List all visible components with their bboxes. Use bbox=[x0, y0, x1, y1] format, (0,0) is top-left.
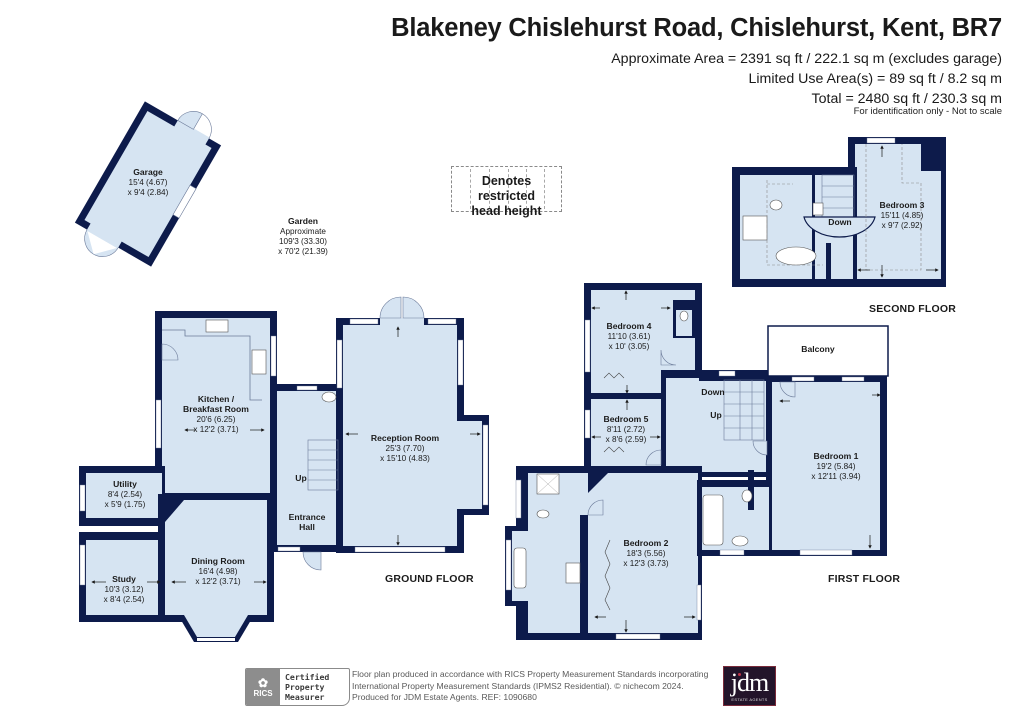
svg-text:Balcony: Balcony bbox=[801, 344, 835, 354]
certified-property-measurer: Certified Property Measurer bbox=[285, 672, 330, 702]
ground-floor-plan: Kitchen / Breakfast Room 20'6 (6.25) x 1… bbox=[79, 296, 489, 642]
svg-text:15'4 (4.67): 15'4 (4.67) bbox=[129, 178, 168, 187]
svg-text:8'4 (2.54): 8'4 (2.54) bbox=[108, 490, 143, 499]
limited-use-area: Limited Use Area(s) = 89 sq ft / 8.2 sq … bbox=[748, 71, 1002, 87]
svg-text:8'11 (2.72): 8'11 (2.72) bbox=[607, 425, 646, 434]
rics-logo: ✿ RICS bbox=[246, 669, 280, 705]
footer-disclaimer: Floor plan produced in accordance with R… bbox=[352, 669, 709, 702]
restricted-head-height-legend: Denotes restricted head height bbox=[451, 166, 562, 218]
second-floor-plan: Bedroom 3 15'11 (4.85) x 9'7 (2.92) Down… bbox=[732, 137, 956, 315]
garden-label: Garden Approximate 109'3 (33.30) x 70'2 … bbox=[278, 216, 328, 256]
garage-label: Garage 15'4 (4.67) x 9'4 (2.84) bbox=[128, 167, 169, 197]
jdm-estate-agents-logo: jdm ESTATE AGENTS bbox=[723, 666, 776, 706]
svg-text:Study: Study bbox=[112, 574, 136, 584]
svg-text:x 9'4 (2.84): x 9'4 (2.84) bbox=[128, 188, 169, 197]
study-label: Study 10'3 (3.12) x 8'4 (2.54) bbox=[104, 574, 145, 604]
svg-text:x 10' (3.05): x 10' (3.05) bbox=[609, 342, 650, 351]
svg-text:Up: Up bbox=[295, 473, 306, 483]
total-area: Total = 2480 sq ft / 230.3 sq m bbox=[811, 91, 1002, 107]
svg-text:Bedroom 4: Bedroom 4 bbox=[607, 321, 652, 331]
scale-disclaimer: For identification only - Not to scale bbox=[853, 106, 1002, 117]
rics-certified-badge: ✿ RICS Certified Property Measurer bbox=[245, 668, 350, 706]
svg-text:x 12'2 (3.71): x 12'2 (3.71) bbox=[195, 577, 241, 586]
svg-text:Reception Room: Reception Room bbox=[371, 433, 440, 443]
svg-text:x 15'10 (4.83): x 15'10 (4.83) bbox=[380, 454, 430, 463]
bedroom2-label: Bedroom 2 18'3 (5.56) x 12'3 (3.73) bbox=[623, 538, 669, 568]
bedroom3-label: Bedroom 3 15'11 (4.85) x 9'7 (2.92) bbox=[880, 200, 925, 230]
svg-text:Bedroom 5: Bedroom 5 bbox=[604, 414, 649, 424]
svg-text:Bedroom 1: Bedroom 1 bbox=[814, 451, 859, 461]
second-stairs-down-label: Down bbox=[828, 217, 851, 227]
bedroom4-label: Bedroom 4 11'10 (3.61) x 10' (3.05) bbox=[607, 321, 652, 351]
svg-text:Up: Up bbox=[710, 410, 721, 420]
property-title: Blakeney Chislehurst Road, Chislehurst, … bbox=[391, 14, 1002, 42]
approximate-area: Approximate Area = 2391 sq ft / 222.1 sq… bbox=[611, 51, 1002, 67]
svg-text:x 8'6 (2.59): x 8'6 (2.59) bbox=[606, 435, 647, 444]
svg-text:x 70'2 (21.39): x 70'2 (21.39) bbox=[278, 247, 328, 256]
svg-text:Dining Room: Dining Room bbox=[191, 556, 245, 566]
entrance-hall-label: Entrance Hall Up bbox=[289, 473, 326, 532]
svg-text:x 8'4 (2.54): x 8'4 (2.54) bbox=[104, 595, 145, 604]
second-floor-label: SECOND FLOOR bbox=[869, 303, 956, 315]
svg-text:Hall: Hall bbox=[299, 522, 315, 532]
svg-text:x 9'7 (2.92): x 9'7 (2.92) bbox=[882, 221, 923, 230]
svg-text:25'3 (7.70): 25'3 (7.70) bbox=[386, 444, 425, 453]
first-floor-label: FIRST FLOOR bbox=[828, 573, 900, 585]
svg-text:20'6 (6.25): 20'6 (6.25) bbox=[197, 415, 236, 424]
balcony-label: Balcony bbox=[801, 344, 835, 354]
garage bbox=[74, 101, 222, 267]
svg-text:18'3 (5.56): 18'3 (5.56) bbox=[627, 549, 666, 558]
ground-floor-label: GROUND FLOOR bbox=[385, 573, 474, 585]
svg-text:x 12'11 (3.94): x 12'11 (3.94) bbox=[811, 472, 860, 481]
svg-text:Bedroom 2: Bedroom 2 bbox=[624, 538, 669, 548]
svg-text:Down: Down bbox=[701, 387, 724, 397]
svg-text:x 5'9 (1.75): x 5'9 (1.75) bbox=[105, 500, 146, 509]
svg-text:10'3 (3.12): 10'3 (3.12) bbox=[105, 585, 144, 594]
area-summary: Approximate Area = 2391 sq ft / 222.1 sq… bbox=[611, 49, 1002, 109]
svg-text:16'4 (4.98): 16'4 (4.98) bbox=[199, 567, 238, 576]
legend-line-2: head height bbox=[471, 204, 542, 218]
legend-line-1: Denotes restricted bbox=[478, 174, 535, 203]
utility-label: Utility 8'4 (2.54) x 5'9 (1.75) bbox=[105, 479, 146, 509]
svg-text:19'2 (5.84): 19'2 (5.84) bbox=[817, 462, 856, 471]
svg-text:x 12'2 (3.71): x 12'2 (3.71) bbox=[193, 425, 239, 434]
svg-text:Utility: Utility bbox=[113, 479, 137, 489]
svg-text:Entrance: Entrance bbox=[289, 512, 326, 522]
bedroom1-label: Bedroom 1 19'2 (5.84) x 12'11 (3.94) bbox=[811, 451, 860, 481]
first-stairs-labels: Down Up bbox=[701, 387, 724, 420]
reception-label: Reception Room 25'3 (7.70) x 15'10 (4.83… bbox=[371, 433, 440, 463]
svg-text:Garage: Garage bbox=[133, 167, 163, 177]
svg-text:11'10 (3.61): 11'10 (3.61) bbox=[608, 332, 651, 341]
rics-crest-icon: ✿ bbox=[257, 675, 269, 690]
bedroom5-label: Bedroom 5 8'11 (2.72) x 8'6 (2.59) bbox=[604, 414, 649, 444]
svg-text:109'3 (33.30): 109'3 (33.30) bbox=[279, 237, 327, 246]
svg-text:x 12'3 (3.73): x 12'3 (3.73) bbox=[623, 559, 669, 568]
svg-text:Kitchen /: Kitchen / bbox=[198, 394, 235, 404]
svg-text:Breakfast Room: Breakfast Room bbox=[183, 404, 249, 414]
first-floor-plan: Balcony bbox=[505, 283, 900, 640]
svg-text:Bedroom 3: Bedroom 3 bbox=[880, 200, 925, 210]
svg-text:15'11 (4.85): 15'11 (4.85) bbox=[881, 211, 924, 220]
kitchen-label: Kitchen / Breakfast Room 20'6 (6.25) x 1… bbox=[183, 394, 249, 434]
dining-label: Dining Room 16'4 (4.98) x 12'2 (3.71) bbox=[191, 556, 245, 586]
svg-text:Approximate: Approximate bbox=[280, 227, 326, 236]
svg-text:Garden: Garden bbox=[288, 216, 318, 226]
